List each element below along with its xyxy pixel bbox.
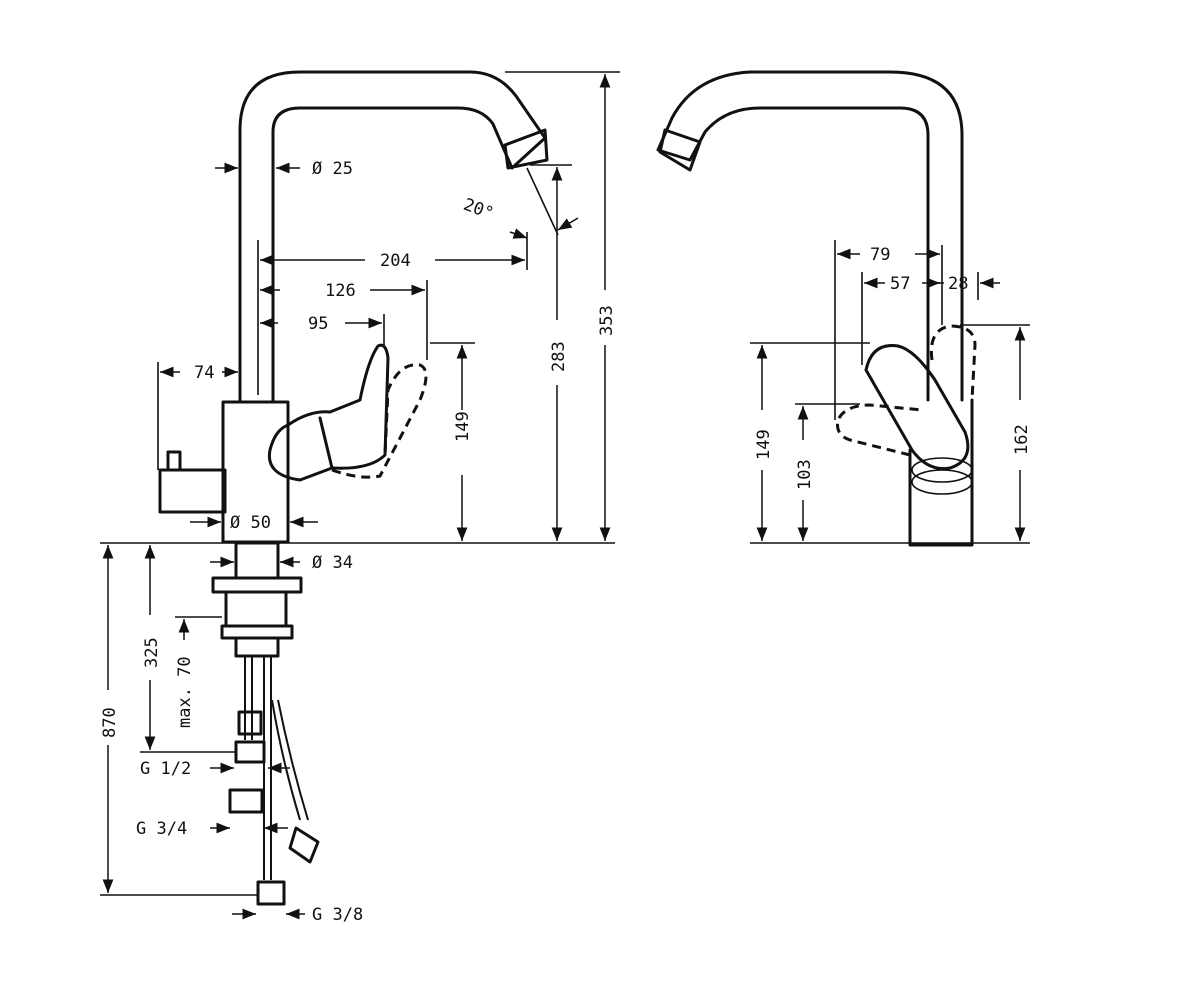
lever-open-position: [331, 363, 428, 479]
side-dimensions: 79 57 28 149 103 162: [750, 240, 1032, 541]
side-dim-103: 103: [795, 459, 815, 490]
aerator: [503, 128, 549, 170]
dim-g38: G 3/8: [312, 905, 363, 925]
dim-d25: Ø 25: [312, 159, 353, 179]
dim-353: 353: [597, 305, 617, 336]
dim-126: 126: [325, 281, 356, 301]
supply-hoses: [228, 656, 320, 906]
knob-stem: [166, 450, 182, 472]
side-lever-down: [836, 403, 923, 457]
spout-outline: [238, 70, 547, 404]
dim-max70: max. 70: [175, 656, 195, 728]
dim-20deg: 20°: [461, 195, 497, 224]
dim-325: 325: [142, 637, 162, 668]
front-view: [100, 70, 615, 906]
dim-283: 283: [549, 341, 569, 372]
side-dim-28: 28: [948, 274, 968, 294]
side-dim-79: 79: [870, 245, 890, 265]
dim-g12: G 1/2: [140, 759, 191, 779]
side-lever-up: [929, 324, 977, 401]
shank: [234, 541, 280, 580]
side-aerator: [658, 128, 702, 172]
side-dim-162: 162: [1012, 424, 1032, 455]
dim-d34: Ø 34: [312, 553, 353, 573]
dim-870: 870: [100, 707, 120, 738]
dim-149: 149: [453, 411, 473, 442]
dim-204: 204: [380, 251, 411, 271]
nut: [224, 590, 288, 628]
side-dim-149: 149: [754, 429, 774, 460]
dim-g34: G 3/4: [136, 819, 187, 839]
side-view: [656, 70, 1030, 547]
side-dim-57: 57: [890, 274, 910, 294]
nut-ring: [220, 624, 294, 640]
side-spout-outline: [656, 70, 964, 402]
washer: [211, 576, 303, 594]
dim-74: 74: [194, 363, 214, 383]
side-lever: [864, 344, 970, 471]
dim-95: 95: [308, 314, 328, 334]
dim-d50: Ø 50: [230, 513, 271, 533]
lever-collar: [318, 416, 334, 470]
side-knob: [158, 468, 227, 514]
stud: [234, 636, 280, 658]
front-dimensions: Ø 25 204 126 95 74 20° 149: [100, 71, 620, 925]
